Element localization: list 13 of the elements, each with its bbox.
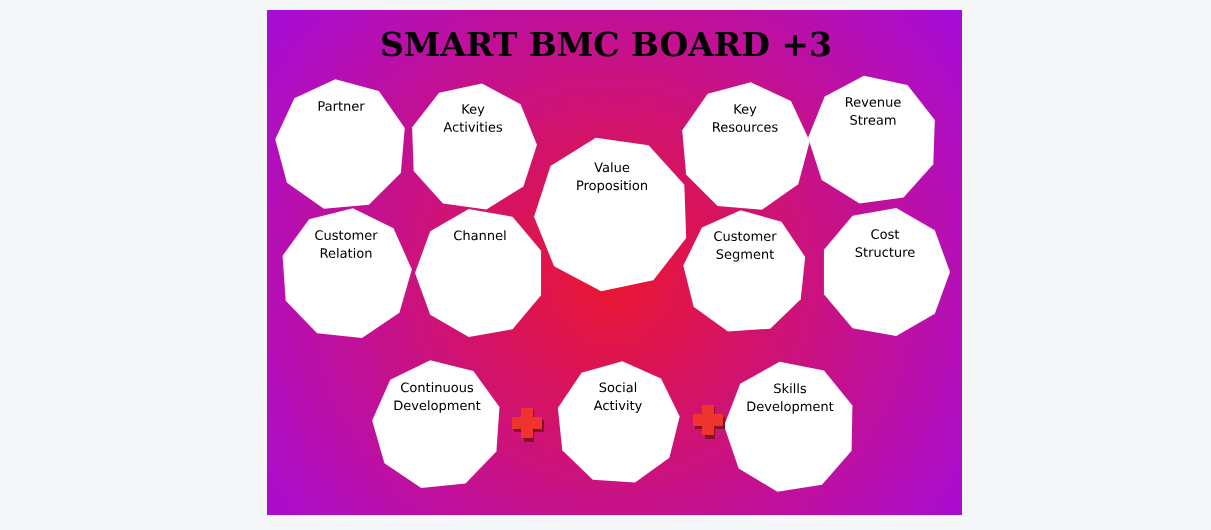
nonagon-card: Social Activity xyxy=(557,361,680,483)
nonagon-card: Value Proposition xyxy=(534,137,687,292)
nonagon-card: Customer Segment xyxy=(683,210,806,332)
nonagon-card: Continuous Development xyxy=(372,360,500,489)
nonagon-card: Skills Development xyxy=(724,361,853,492)
title: SMART BMC BOARD +3 xyxy=(382,31,830,57)
nonagon-card: Partner xyxy=(275,79,405,209)
nonagon-card: Customer Relation xyxy=(282,208,412,339)
nonagon-card: Channel xyxy=(415,209,542,337)
nonagon-card: Key Activities xyxy=(412,83,537,210)
nonagon-card: Key Resources xyxy=(682,82,810,210)
nonagon-card: Cost Structure xyxy=(823,208,950,336)
nonagon-card: Revenue Stream xyxy=(808,75,935,204)
